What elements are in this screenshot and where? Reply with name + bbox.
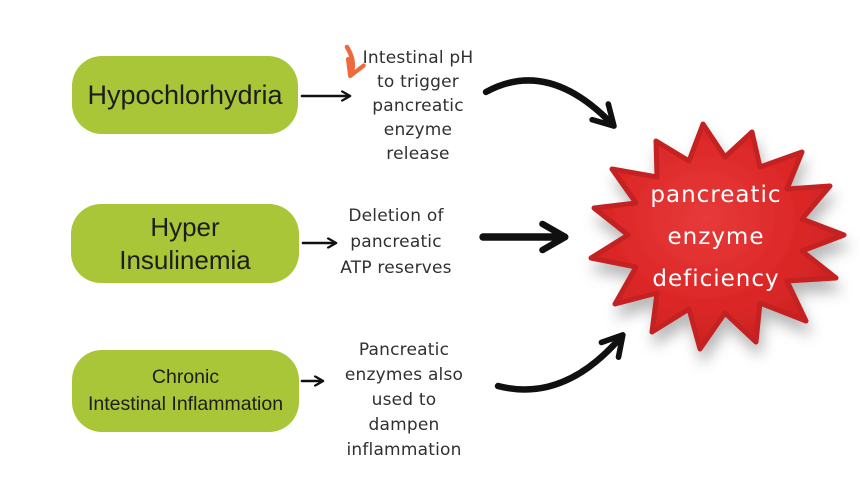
note-line: Deletion of — [348, 206, 444, 226]
cause-box-label: Intestinal Inflammation — [87, 393, 284, 415]
note-line: Pancreatic — [358, 340, 450, 360]
cause-box-label: Hypochlorhydria — [87, 79, 283, 110]
note-inflammation: Pancreatic enzymes also used to dampen i… — [334, 338, 474, 463]
note-atp-depletion: Deletion of pancreatic ATP reserves — [336, 203, 456, 281]
starburst-shape-icon — [588, 121, 847, 352]
note-line: enzyme release — [383, 120, 453, 164]
note-line: to trigger — [377, 72, 459, 92]
outcome-line: deficiency — [652, 266, 780, 292]
cause-box-hypochlorhydria: Hypochlorhydria — [72, 56, 298, 134]
note-line: enzymes also — [344, 365, 464, 385]
cause-box-hyperinsulinemia: Hyper Insulinemia — [71, 204, 299, 283]
cause-box-label: Insulinemia — [119, 244, 251, 275]
outcome-line: pancreatic — [650, 182, 782, 208]
outcome-label: pancreatic enzyme deficiency — [616, 174, 816, 300]
note-line: pancreatic — [372, 96, 464, 116]
note-line: Intestinal pH — [362, 48, 474, 68]
outcome-line: enzyme — [667, 224, 765, 250]
note-line: pancreatic — [350, 232, 442, 252]
cause-box-chronic-intestinal-inflammation: Chronic Intestinal Inflammation — [72, 350, 299, 432]
note-line: ATP reserves — [340, 258, 452, 278]
cause-box-label: Hyper — [150, 211, 220, 242]
outcome-starburst — [588, 121, 847, 352]
cause-box-label: Chronic — [151, 366, 220, 388]
note-line: inflammation — [346, 440, 462, 460]
note-intestinal-ph: Intestinal pH to trigger pancreatic enzy… — [352, 46, 484, 166]
note-line: used to dampen — [368, 390, 440, 435]
